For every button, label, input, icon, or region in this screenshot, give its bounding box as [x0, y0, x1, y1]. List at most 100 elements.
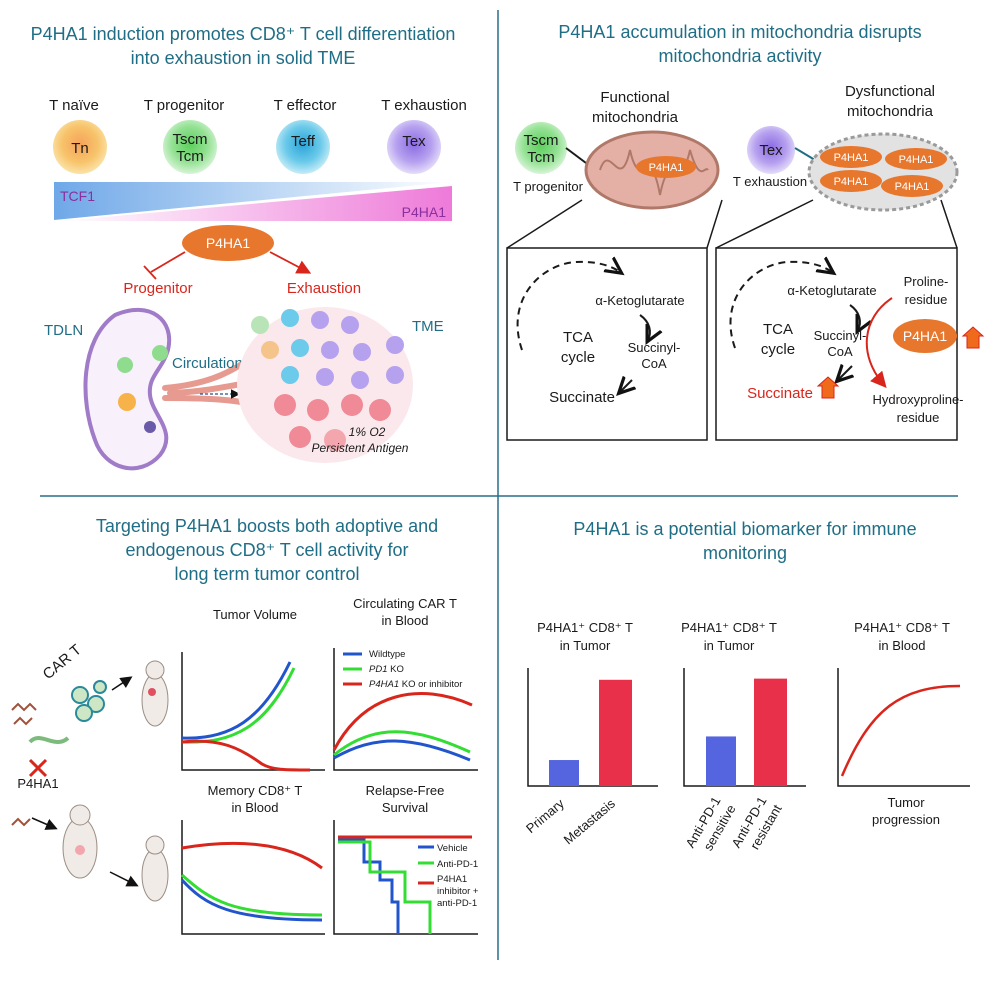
survival-line-vehicle: [338, 838, 400, 934]
cell-tscm-label: Tscm: [173, 131, 208, 148]
molecule-icon-2: [11, 817, 31, 827]
bm-chart3-xlabel-1: Tumor: [887, 795, 925, 810]
car-t-chart-title-2: in Blood: [382, 613, 429, 628]
stage-label-exhaustion: T exhaustion: [381, 97, 467, 114]
tumor-volume-title: Tumor Volume: [213, 607, 297, 622]
panel-mitochondria: P4HA1 accumulation in mitochondria disru…: [506, 22, 985, 441]
ln-cell-2: [117, 357, 133, 373]
memory-line-wildtype: [180, 878, 323, 922]
succ-arrow-disrupted: [838, 366, 852, 380]
bm-chart1-axes: [527, 668, 658, 787]
mouse-icon-1: [141, 660, 169, 727]
p4ha1-enzyme-label: P4HA1: [903, 328, 948, 344]
dna-icon: [28, 736, 70, 744]
mito-p4ha1-c: [820, 170, 882, 192]
bm-chart2-bar-sensitive: [706, 736, 736, 786]
stage-label-progenitor: T progenitor: [144, 97, 225, 114]
panel-exhaustion: P4HA1 induction promotes CD8⁺ T cell dif…: [31, 24, 467, 471]
memory-chart-title-2: in Blood: [232, 800, 279, 815]
cell-tn-label: Tn: [71, 140, 89, 157]
tca-label-normal-1: TCA: [563, 329, 593, 346]
car-t-arrow: [111, 676, 133, 691]
bm-chart2-bar-resistant: [754, 678, 787, 786]
car-t-line-wildtype: [333, 739, 471, 762]
cell-teff-label: Teff: [291, 133, 316, 150]
succinate-up-arrow: [816, 376, 840, 399]
bm-chart2-title-1: P4HA1⁺ CD8⁺ T: [681, 620, 777, 635]
mito-cell-tscm: [515, 122, 567, 174]
mito-p4ha1-a: [820, 146, 882, 168]
succinate-label-disrupted: Succinate: [747, 385, 813, 402]
succinate-label-normal: Succinate: [549, 389, 615, 406]
tca-label-disrupted-2: cycle: [761, 341, 795, 358]
mouse-icon-3: [141, 835, 169, 902]
mito-p4ha1-b-label: P4HA1: [899, 154, 934, 166]
car-t-cells: [71, 680, 107, 722]
legend-label-combo-1: P4HA1: [437, 874, 467, 885]
akg-arrow-normal: [639, 314, 650, 340]
bm-chart1-title-1: P4HA1⁺ CD8⁺ T: [537, 620, 633, 635]
bm-chart1-cat-primary: Primary: [523, 795, 567, 836]
p4ha1-gradient: [60, 186, 452, 221]
memory-axes: [181, 820, 325, 935]
lymph-node: [83, 308, 172, 471]
survival-chart-title-1: Relapse-Free: [366, 783, 445, 798]
cell-teff: [276, 120, 330, 174]
panel1-title-line1: P4HA1 induction promotes CD8⁺ T cell dif…: [31, 24, 456, 44]
tex-connector: [794, 147, 816, 161]
tca-label-normal-2: cycle: [561, 349, 595, 366]
bm-chart3-axes: [837, 668, 970, 787]
exhaustion-label: Exhaustion: [287, 280, 361, 297]
functional-label-1: Functional: [600, 89, 669, 106]
panel-targeting: Targeting P4HA1 boosts both adoptive and…: [11, 516, 479, 935]
survival-chart-title-2: Survival: [382, 800, 428, 815]
tumor-volume-axes: [181, 652, 325, 771]
legend-label-pd1ko-italic: PD1: [369, 664, 387, 675]
tdln-label: TDLN: [44, 322, 83, 339]
tca-dashed-arrow-normal: [516, 262, 620, 351]
panel-biomarker: P4HA1 is a potential biomarker for immun…: [523, 519, 970, 853]
zoom-line-2: [706, 199, 723, 249]
bm-chart3-title-2: in Blood: [879, 638, 926, 653]
bm-chart1-bar-primary: [549, 760, 579, 786]
mito-cell-tscm-label: Tscm: [524, 132, 559, 149]
progenitor-label: Progenitor: [123, 280, 192, 297]
p4ha1-ko-icon: [28, 758, 48, 778]
cell-tcm-label: Tcm: [176, 148, 204, 165]
stage-label-naive: T naïve: [49, 97, 99, 114]
tcf1-gradient: [54, 182, 452, 220]
hydroxy-label-2: residue: [897, 410, 940, 425]
legend-label-pd1ko-rest: KO: [387, 664, 403, 675]
tumor-volume-line-p4ha1ko: [181, 739, 311, 772]
legend-label-p4ha1ko-italic: P4HA1: [369, 679, 399, 690]
mito-cell-tcm-label: Tcm: [527, 149, 555, 166]
ln-cell-3: [118, 393, 136, 411]
bm-chart1-bar-metastasis: [599, 679, 632, 786]
tumor-volume-line-wildtype: [181, 661, 292, 740]
o2-label: 1% O2: [349, 425, 386, 439]
car-t-line-p4ha1ko: [332, 692, 473, 751]
bm-chart3-title-1: P4HA1⁺ CD8⁺ T: [854, 620, 950, 635]
mito-cell-tex-label: Tex: [759, 142, 783, 159]
cell-tex: [387, 120, 441, 174]
bm-chart2-title-2: in Tumor: [704, 638, 755, 653]
stage-label-effector: T effector: [274, 97, 337, 114]
tme-label: TME: [412, 318, 444, 335]
tcf1-label: TCF1: [60, 188, 95, 204]
zoom-line-4: [940, 199, 958, 249]
legend-label-wildtype: Wildtype: [369, 649, 405, 660]
mito-p4ha1-a-label: P4HA1: [834, 152, 869, 164]
p4ha1-node: [182, 225, 274, 261]
legend-label-p4ha1ko: P4HA1 KO or inhibitor: [369, 679, 462, 690]
molecule-icon-1: [11, 702, 37, 726]
bm-chart3-xlabel-2: progression: [872, 812, 940, 827]
mito-p4ha1-c-label: P4HA1: [834, 176, 869, 188]
panel3-title-line2: endogenous CD8⁺ T cell activity for: [126, 540, 409, 560]
cell-tscm: [163, 120, 217, 174]
akg-arrow-disrupted: [849, 304, 860, 330]
akg-label-disrupted: α-Ketoglutarate: [787, 283, 876, 298]
succcoa-label-normal-2: CoA: [641, 356, 667, 371]
bm-chart2-axes: [683, 668, 806, 787]
prog-cell-label: T progenitor: [513, 179, 584, 194]
